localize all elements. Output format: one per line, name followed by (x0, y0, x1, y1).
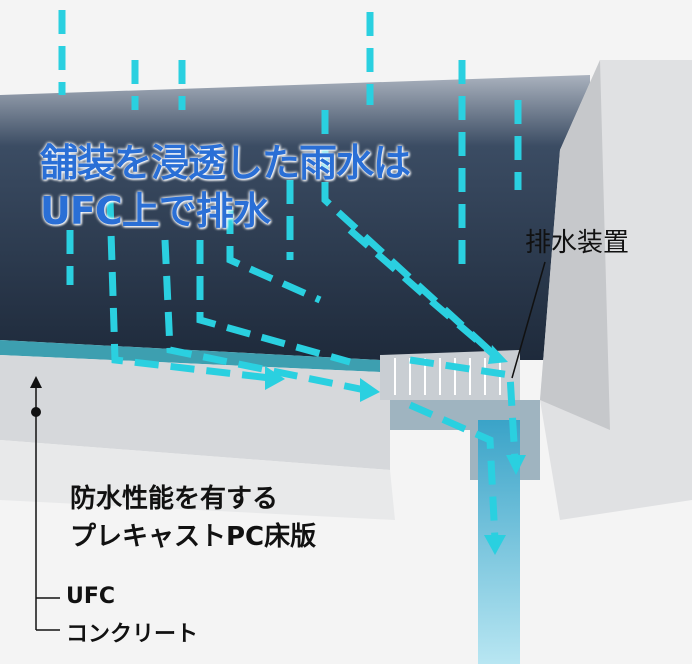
slab-label-line-2: プレキャストPC床版 (70, 522, 317, 552)
legend-concrete: コンクリート (66, 622, 199, 647)
title-line-1: 舗装を浸透した雨水は (40, 141, 411, 185)
slab-label-line-1: 防水性能を有する (70, 484, 279, 514)
drain-device-label: 排水装置 (525, 228, 630, 258)
concrete-slab (0, 355, 390, 470)
water-flow-arrows (58, 10, 522, 541)
title-line-2: UFC上で排水 (40, 189, 271, 233)
legend-ufc: UFC (66, 584, 116, 609)
pavement (0, 75, 590, 360)
